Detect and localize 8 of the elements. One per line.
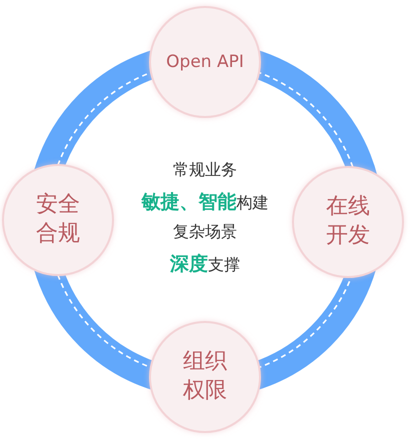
topic-label: Open API bbox=[166, 50, 244, 74]
center-text: 常规业务 bbox=[172, 160, 238, 180]
topic-label: 在线开发 bbox=[325, 193, 371, 250]
topic-label: 安全合规 bbox=[35, 191, 81, 248]
center-text: 深度支撑 bbox=[168, 253, 241, 276]
center-text: 敏捷、智能构建 bbox=[140, 191, 270, 214]
topic-label: 组织权限 bbox=[182, 348, 228, 405]
center-text: 复杂场景 bbox=[172, 222, 238, 242]
